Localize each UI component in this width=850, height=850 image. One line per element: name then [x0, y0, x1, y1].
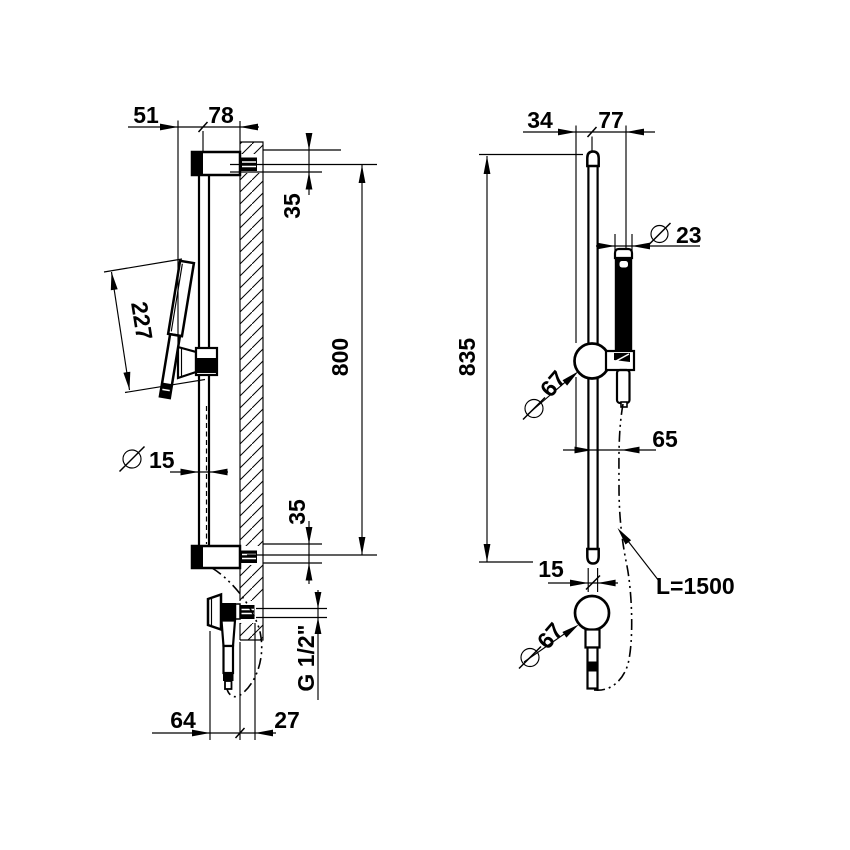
dim-top-widths: 51 78 [128, 102, 259, 344]
dim-800: 800 [327, 338, 353, 376]
dim-outlet-thread: G 1/2" [256, 590, 327, 700]
dim-d67-outlet: 67 [532, 618, 568, 654]
dim-d67-slider: 67 [535, 366, 571, 402]
dim-51: 51 [133, 102, 159, 128]
dim-total-height: 835 [454, 153, 583, 563]
handshower-holder [176, 345, 219, 380]
bottom-bracket [190, 544, 257, 570]
wall-outline [240, 141, 264, 641]
dim-d15: 15 [149, 447, 175, 473]
hose-front [593, 403, 633, 691]
dim-65: 65 [652, 426, 678, 452]
diameter-icon [520, 647, 540, 668]
dim-bottom-widths: 64 27 [152, 623, 300, 740]
diameter-icon [650, 224, 669, 244]
dim-offset-bottom: 35 [247, 499, 377, 584]
handshower-front [613, 247, 634, 408]
slider-knob [573, 342, 611, 380]
side-view: 51 78 227 15 35 [103, 102, 377, 740]
outlet-thread-icon [240, 605, 255, 619]
dim-27: 27 [274, 707, 300, 733]
diameter-icon [122, 449, 142, 469]
wall-hatch [240, 142, 263, 640]
dim-835: 835 [454, 338, 480, 377]
dim-15: 15 [538, 556, 564, 582]
water-outlet-front [573, 594, 611, 690]
dim-rail-width: 15 [538, 556, 618, 592]
dim-hose-length: L=1500 [617, 528, 735, 599]
dim-L1500: L=1500 [656, 573, 735, 599]
dim-handshower-diameter: 23 [596, 222, 702, 252]
dim-227: 227 [126, 300, 158, 342]
dim-outlet-diameter: 67 [518, 618, 579, 670]
dim-rail-diameter: 15 [118, 445, 228, 476]
top-bracket [190, 150, 257, 177]
dim-78: 78 [208, 102, 234, 128]
diameter-icon [524, 398, 544, 419]
dim-rail-to-hose: 65 [563, 377, 678, 454]
dim-64: 64 [170, 707, 196, 733]
dim-g12: G 1/2" [293, 624, 319, 691]
dim-77: 77 [598, 107, 624, 133]
front-view: 34 77 23 835 67 [454, 107, 735, 691]
hose-connector [615, 368, 631, 405]
dim-handshower-length: 227 [103, 258, 206, 394]
slider-assembly [573, 342, 636, 380]
dim-35-top: 35 [279, 193, 305, 219]
hose-side [211, 567, 263, 698]
wall-section [239, 141, 264, 641]
dim-front-top-widths: 34 77 [523, 107, 655, 343]
dim-offset-top: 35 [230, 133, 377, 219]
dim-bracket-span: 800 [327, 165, 366, 555]
dim-slider-diameter: 67 [522, 366, 579, 421]
handshower-side [158, 259, 196, 400]
dim-34: 34 [527, 107, 553, 133]
dim-d23: 23 [676, 222, 702, 248]
water-outlet-side [206, 592, 255, 690]
dim-35-bottom: 35 [284, 499, 310, 525]
wall-screw-icon [241, 550, 257, 563]
